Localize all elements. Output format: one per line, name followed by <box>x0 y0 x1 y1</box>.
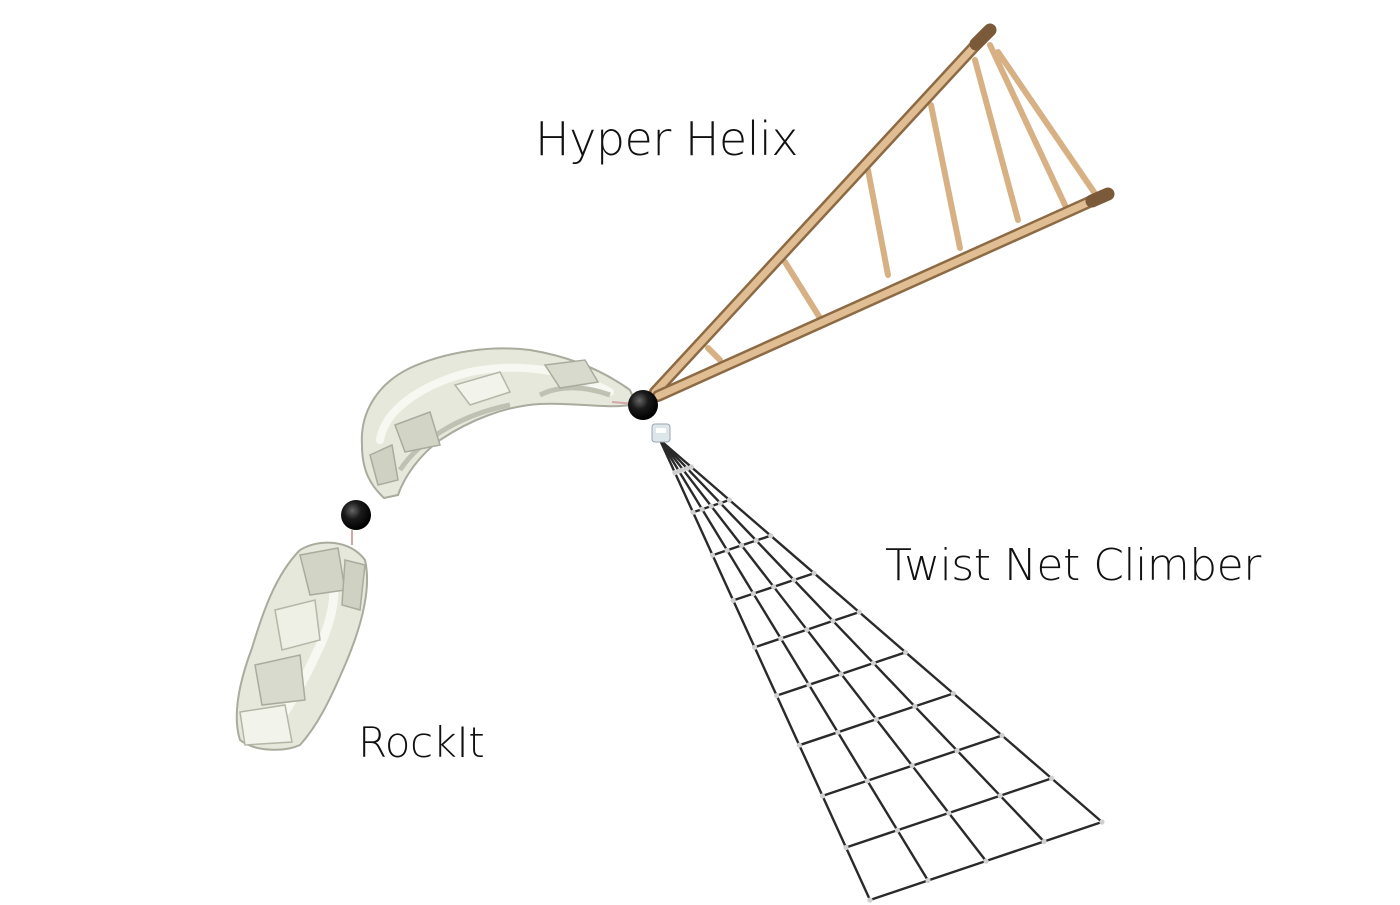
net-knot <box>676 468 682 474</box>
net-knot <box>710 552 716 558</box>
net-knot <box>950 690 956 697</box>
connector-ball-icon <box>341 500 371 530</box>
net-knot <box>830 618 836 624</box>
net-knot <box>684 465 690 471</box>
net-knot <box>946 810 952 816</box>
net-knot <box>774 693 780 699</box>
net-knot <box>1041 838 1047 845</box>
net-knot <box>912 703 918 710</box>
net-knot <box>726 497 733 503</box>
net-knot <box>870 660 877 666</box>
net-knot <box>680 467 686 473</box>
net-knot <box>909 763 915 769</box>
net-knot <box>867 897 873 903</box>
net-knot <box>778 635 784 642</box>
net-knot <box>954 748 960 754</box>
twist-net-climber-label: Twist Net Climber <box>885 540 1261 591</box>
net-knot <box>672 470 678 476</box>
net-top-clamp-icon <box>651 423 671 443</box>
net-knot <box>999 732 1005 739</box>
net-knot <box>1099 819 1105 825</box>
net-knot <box>843 844 849 851</box>
rockit-label: RockIt <box>358 718 485 767</box>
net-knot <box>768 533 774 539</box>
hyper-helix-label: Hyper Helix <box>535 112 799 166</box>
net-knot <box>925 877 931 884</box>
net-knot <box>752 644 758 650</box>
net-knot <box>838 671 844 677</box>
net-knot <box>750 591 757 597</box>
net-knot <box>819 793 826 799</box>
net-knot <box>753 537 759 544</box>
net-knot <box>771 584 777 590</box>
net-knot <box>690 509 696 515</box>
net-knot <box>730 597 736 604</box>
net-knot <box>873 716 879 722</box>
net-knot <box>856 609 862 615</box>
net-knot <box>699 506 705 512</box>
hyper-helix-frame <box>649 23 1115 402</box>
net-knot <box>894 827 901 833</box>
connector-ball-icon <box>628 390 658 420</box>
net-knot <box>724 547 730 553</box>
net-knot <box>903 649 909 655</box>
net-knot <box>708 503 714 509</box>
net-knot <box>717 500 723 506</box>
net-knot <box>806 682 812 688</box>
net-knot <box>791 577 797 583</box>
net-knot <box>739 542 745 549</box>
net-knot <box>804 627 810 633</box>
net-knot <box>864 778 870 784</box>
net-knot <box>983 858 989 864</box>
net-knot <box>1049 775 1055 782</box>
net-knot <box>811 570 817 576</box>
net-knot <box>997 793 1003 799</box>
net-knot <box>688 464 694 470</box>
twist-net-climber <box>651 423 1105 903</box>
net-knot <box>796 742 802 748</box>
rockit-rocks <box>235 347 638 751</box>
net-knot <box>835 729 841 735</box>
